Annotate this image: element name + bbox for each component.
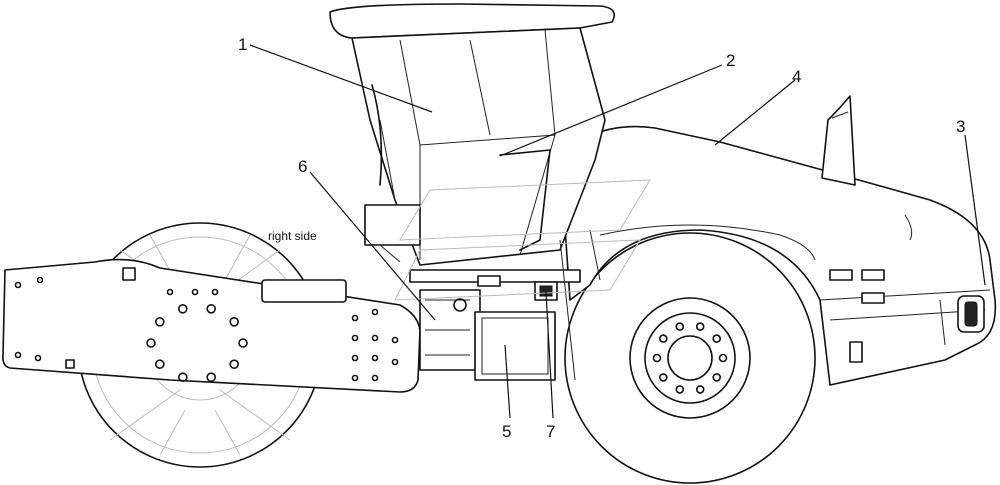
- bolt-hole: [178, 372, 188, 383]
- hood-decals: [829, 269, 885, 363]
- lug-nut: [658, 373, 668, 382]
- bolt-hole: [371, 354, 379, 362]
- rear-wheel: [564, 232, 816, 484]
- callout-5: 5: [502, 422, 511, 441]
- bolt-hole: [146, 338, 156, 348]
- bolt-hole: [191, 288, 199, 296]
- bolt-hole: [14, 351, 22, 359]
- leader-lines: [249, 44, 986, 419]
- lug-nut: [712, 334, 722, 343]
- callout-2: 2: [726, 51, 735, 70]
- lug-nut: [712, 373, 722, 382]
- wheel-lug-nuts: [652, 322, 728, 394]
- callout-1: 1: [238, 35, 247, 54]
- bolt-hole: [351, 314, 359, 322]
- bolt-hole: [229, 359, 239, 370]
- bolt-hole: [14, 281, 22, 289]
- bolt-hole: [391, 358, 399, 366]
- callout-4: 4: [792, 67, 801, 86]
- callout-3: 3: [956, 117, 965, 136]
- frame-bolt-holes: [14, 276, 399, 383]
- bolt-hole: [211, 288, 219, 296]
- exhaust-stack: [821, 95, 856, 186]
- articulation-joint: [409, 229, 601, 381]
- callout-labels: 1 2 3 4 5 6 7 right side: [238, 35, 965, 441]
- callout-7: 7: [546, 422, 555, 441]
- front-frame: [2, 258, 421, 393]
- bolt-hole: [238, 338, 248, 348]
- lug-nut: [652, 353, 662, 363]
- bolt-hole: [371, 308, 379, 316]
- cab: [329, 3, 616, 266]
- bolt-hole: [391, 336, 399, 344]
- rear-light: [957, 295, 985, 333]
- bolt-hole: [371, 374, 379, 382]
- bolt-hole: [229, 316, 239, 327]
- lug-nut: [695, 385, 705, 394]
- lug-nut: [718, 353, 728, 363]
- lug-nut: [675, 385, 685, 394]
- lug-nut: [695, 322, 705, 331]
- right-side-note: right side: [268, 229, 317, 243]
- bolt-hole: [206, 303, 216, 314]
- bolt-hole: [36, 276, 44, 284]
- bolt-hole: [155, 316, 165, 327]
- bolt-hole: [351, 354, 359, 362]
- bolt-hole: [206, 372, 216, 383]
- bolt-hole: [178, 303, 188, 314]
- bolt-hole: [166, 288, 174, 296]
- lug-nut: [658, 334, 668, 343]
- bolt-hole: [34, 354, 42, 362]
- bolt-hole: [371, 334, 379, 342]
- callout-6: 6: [298, 157, 307, 176]
- bolt-hole: [351, 374, 359, 382]
- bolt-hole: [351, 334, 359, 342]
- lug-nut: [675, 322, 685, 331]
- bolt-hole: [155, 359, 165, 370]
